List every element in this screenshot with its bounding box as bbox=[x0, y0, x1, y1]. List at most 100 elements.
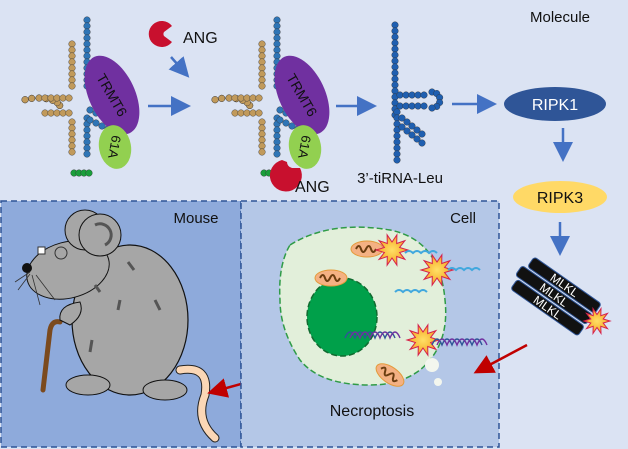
nucleotide bbox=[258, 70, 266, 78]
nucleotide bbox=[249, 94, 257, 102]
tirna-leu bbox=[391, 21, 444, 164]
nucleotide bbox=[28, 94, 36, 102]
nucleotide bbox=[288, 122, 296, 130]
nucleotide bbox=[68, 76, 76, 84]
mitochondrion-icon bbox=[350, 240, 384, 258]
nucleotide bbox=[418, 130, 426, 138]
molecule-panel-label: Molecule bbox=[530, 9, 590, 26]
nucleotide bbox=[218, 94, 226, 102]
nucleotide bbox=[282, 119, 290, 127]
nucleotide bbox=[68, 70, 76, 78]
nucleotide bbox=[273, 34, 281, 42]
nucleotide bbox=[258, 124, 266, 132]
nucleotide bbox=[83, 16, 91, 24]
mlkl-burst-icon bbox=[582, 306, 612, 336]
nucleotide bbox=[391, 21, 399, 29]
mouse-panel-label: Mouse bbox=[173, 210, 218, 227]
nucleotide bbox=[255, 94, 263, 102]
old-mouse-icon bbox=[14, 209, 220, 443]
nucleotide bbox=[276, 106, 284, 114]
nucleotide bbox=[243, 94, 251, 102]
mitochondria-group bbox=[314, 240, 405, 387]
nucleotide bbox=[68, 136, 76, 144]
trmt61a-middle: 61A bbox=[288, 125, 322, 169]
nucleotide bbox=[403, 127, 411, 135]
nucleotide bbox=[398, 123, 406, 131]
nucleotide bbox=[83, 28, 91, 36]
nucleotide bbox=[83, 126, 91, 134]
ang-arrow bbox=[168, 56, 190, 78]
nucleotide bbox=[391, 51, 399, 59]
rna-strand bbox=[404, 250, 438, 255]
nucleotide bbox=[68, 142, 76, 150]
trmt6-middle: TRMT6 bbox=[274, 55, 330, 135]
nucleotide bbox=[98, 122, 106, 130]
nucleotide bbox=[408, 122, 416, 130]
nucleotide bbox=[393, 150, 401, 158]
nucleotide bbox=[273, 150, 281, 158]
necroptosis-label: Necroptosis bbox=[330, 403, 414, 420]
cell-panel-label: Cell bbox=[450, 210, 476, 227]
nucleotide bbox=[391, 63, 399, 71]
nucleotide bbox=[225, 94, 233, 102]
burst-icon bbox=[374, 233, 410, 267]
dna-helix bbox=[349, 331, 401, 340]
nucleotide bbox=[273, 16, 281, 24]
nucleotide bbox=[92, 119, 100, 127]
nucleotide bbox=[258, 40, 266, 48]
nucleotide bbox=[403, 118, 411, 126]
nucleotide bbox=[258, 46, 266, 54]
trmt61a-left: 61A bbox=[98, 125, 132, 169]
rna-strand bbox=[394, 289, 428, 294]
ang-free: ANG bbox=[148, 20, 218, 47]
nucleotide bbox=[68, 124, 76, 132]
mitochondrion-icon bbox=[314, 269, 348, 287]
mitochondrion-icon bbox=[375, 363, 405, 387]
trmt61a-middle-label: 61A bbox=[295, 134, 314, 160]
nucleotide bbox=[83, 138, 91, 146]
nucleotide bbox=[273, 22, 281, 30]
nucleotide bbox=[68, 40, 76, 48]
nucleotide bbox=[65, 109, 73, 117]
nucleotide bbox=[391, 33, 399, 41]
nucleotide bbox=[211, 96, 219, 104]
nucleotide bbox=[258, 130, 266, 138]
nucleotide bbox=[258, 142, 266, 150]
nucleotide bbox=[391, 39, 399, 47]
trmt61a-left-label: 61A bbox=[105, 134, 124, 160]
ripk3-label: RIPK3 bbox=[537, 190, 583, 207]
nucleotide bbox=[47, 94, 55, 102]
nucleotide bbox=[391, 45, 399, 53]
nucleotide bbox=[273, 138, 281, 146]
nucleotide bbox=[68, 46, 76, 54]
nucleotide bbox=[255, 109, 263, 117]
nucleotide bbox=[418, 139, 426, 147]
nucleotide bbox=[65, 94, 73, 102]
nucleotide bbox=[413, 135, 421, 143]
nucleotide bbox=[68, 64, 76, 72]
nucleotide bbox=[420, 91, 428, 99]
ripk1-label: RIPK1 bbox=[532, 97, 578, 114]
ang-bound-pacman-icon bbox=[269, 160, 302, 192]
nucleotide bbox=[413, 126, 421, 134]
nucleotide bbox=[249, 109, 257, 117]
dna-helix bbox=[436, 338, 488, 347]
nucleotide bbox=[273, 46, 281, 54]
nucleotide bbox=[83, 132, 91, 140]
ripk3-node: RIPK3 bbox=[513, 181, 607, 213]
nucleotide bbox=[258, 58, 266, 66]
nucleotide bbox=[273, 132, 281, 140]
nucleotide bbox=[258, 52, 266, 60]
nucleotide bbox=[47, 109, 55, 117]
nucleotide bbox=[391, 69, 399, 77]
burst-icon bbox=[419, 253, 455, 287]
rna-strand bbox=[447, 267, 481, 272]
nucleotide bbox=[408, 102, 416, 110]
nucleotide bbox=[276, 116, 284, 124]
nucleotide bbox=[237, 94, 245, 102]
cell-body bbox=[278, 226, 447, 386]
nucleotide bbox=[68, 148, 76, 156]
nucleotide bbox=[85, 169, 93, 177]
nucleotide bbox=[59, 109, 67, 117]
